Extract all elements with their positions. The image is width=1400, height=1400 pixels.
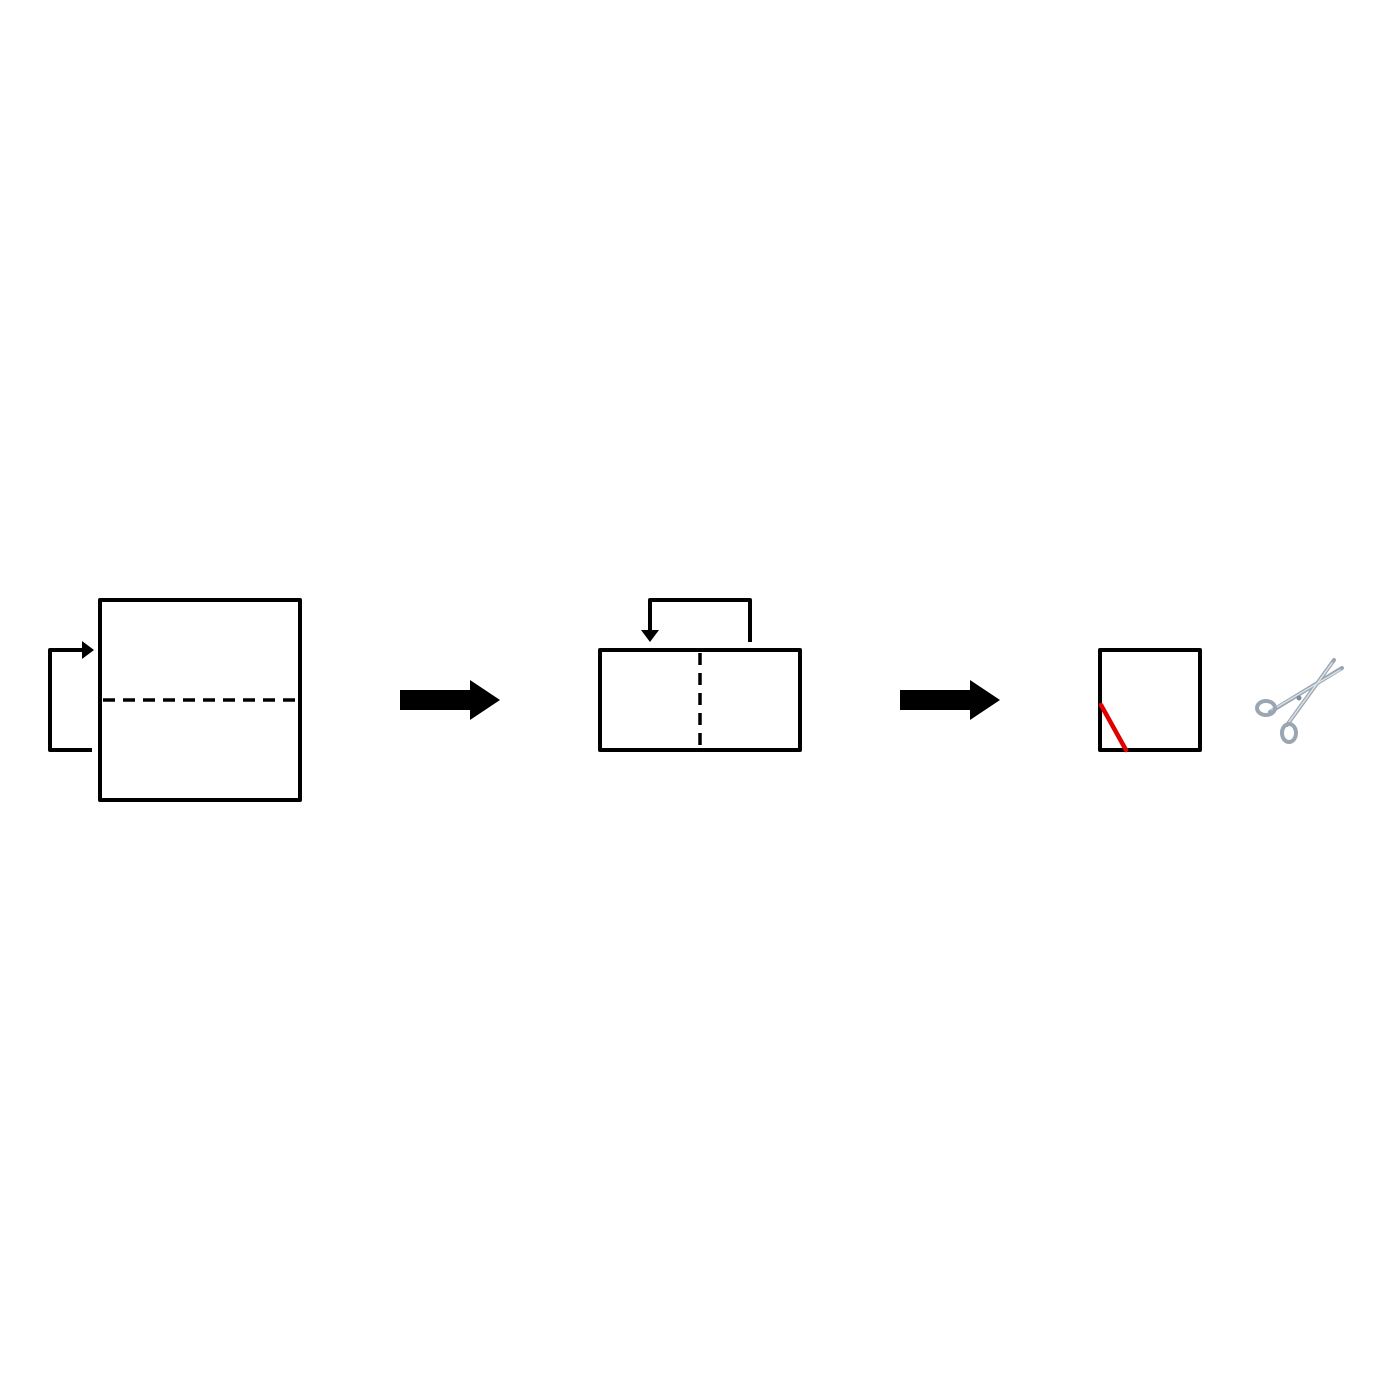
paper-outline <box>598 648 802 752</box>
fold-up-arrow-icon <box>48 641 94 752</box>
scissors-icon <box>1255 658 1344 744</box>
step-3-quarter-paper <box>1098 648 1202 753</box>
paper-outline <box>98 598 302 802</box>
paper-outline <box>1098 648 1202 752</box>
step-arrow-icon <box>900 680 1000 720</box>
step-1-square-paper <box>48 598 302 802</box>
cut-line <box>1098 702 1129 753</box>
fold-left-arrow-icon <box>641 598 752 642</box>
step-2-folded-paper <box>598 598 802 752</box>
step-arrow-icon <box>400 680 500 720</box>
